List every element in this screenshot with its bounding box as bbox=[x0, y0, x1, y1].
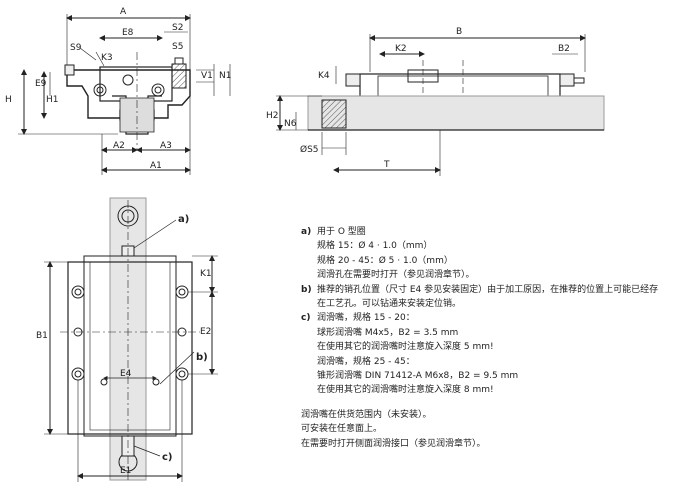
dim-A3: A3 bbox=[160, 141, 172, 151]
dim-T: T bbox=[383, 160, 390, 170]
dim-S9: S9 bbox=[70, 43, 82, 53]
dim-N1: N1 bbox=[219, 71, 231, 81]
dim-A2: A2 bbox=[113, 141, 125, 151]
general-note-1: 润滑嘴在供货范围内（未安装）。 bbox=[301, 409, 432, 420]
dim-B2: B2 bbox=[558, 44, 570, 54]
dim-K4: K4 bbox=[318, 71, 330, 81]
note-a-tag: a) bbox=[301, 227, 312, 237]
note-a-line-4: 润滑孔在需要时打开（参见润滑章节）。 bbox=[317, 270, 475, 281]
side-view-labels: B K2 B2 K4 H2 N6 ØS5 T bbox=[266, 27, 570, 170]
dim-E8: E8 bbox=[122, 28, 134, 38]
note-c-line-2: 球形润滑嘴 M4x5，B2 = 3.5 mm bbox=[317, 327, 459, 338]
general-note-2: 可安装在任意面上。 bbox=[301, 424, 383, 435]
top-view bbox=[44, 197, 218, 482]
note-c-text: 润滑嘴，规格 15 - 20： bbox=[317, 313, 415, 324]
note-c-tag: c) bbox=[301, 313, 311, 324]
dim-K2: K2 bbox=[395, 44, 407, 54]
dim-K3: K3 bbox=[101, 53, 113, 63]
note-b-tag: b) bbox=[301, 284, 312, 295]
dim-E1: E1 bbox=[120, 466, 131, 476]
dim-V1: V1 bbox=[201, 71, 213, 81]
note-a-line-3: 规格 20 - 45：Ø 5 · 1.0（mm） bbox=[317, 255, 453, 266]
note-c-line-4: 润滑嘴，规格 25 - 45： bbox=[317, 356, 415, 367]
dim-E9: E9 bbox=[35, 79, 47, 89]
dim-B: B bbox=[456, 27, 462, 37]
front-view bbox=[18, 14, 231, 175]
dim-H: H bbox=[5, 95, 12, 105]
dim-H1: H1 bbox=[46, 95, 59, 105]
note-b-text: 推荐的销孔位置（尺寸 E4 参见安装固定）由于加工原因，在推荐的位置上可能已经存 bbox=[317, 284, 659, 295]
callout-labels: a) b) c) bbox=[162, 214, 208, 463]
note-b-line-2: 在工艺孔。可以钻通来安装定位销。 bbox=[317, 299, 462, 310]
note-a-text: 用于 O 型圈 bbox=[317, 227, 366, 237]
note-b-line-1: b) 推荐的销孔位置（尺寸 E4 参见安装固定）由于加工原因，在推荐的位置上可能… bbox=[301, 283, 696, 297]
note-c-line-5: 锥形润滑嘴 DIN 71412-A M6x8，B2 = 9.5 mm bbox=[317, 371, 519, 382]
notes-panel: a) 用于 O 型圈 规格 15：Ø 4 · 1.0（mm） 规格 20 - 4… bbox=[301, 225, 696, 451]
dim-S5-top: S5 bbox=[172, 42, 183, 52]
callout-c: c) bbox=[162, 452, 173, 463]
note-c-line-3: 在使用其它的润滑嘴时注意旋入深度 5 mm! bbox=[317, 342, 494, 353]
dim-S5: ØS5 bbox=[300, 144, 319, 155]
front-view-labels: A E8 S2 S5 S9 K3 E9 H H1 V1 N1 A2 A3 A1 bbox=[5, 7, 231, 171]
dim-A1: A1 bbox=[150, 161, 162, 171]
general-note-3: 在需要时打开侧面润滑接口（参见润滑章节）。 bbox=[301, 438, 486, 449]
dim-B1: B1 bbox=[36, 331, 48, 341]
dim-S2: S2 bbox=[172, 23, 183, 33]
top-view-labels: K1 B1 E2 E4 E1 bbox=[36, 269, 212, 476]
note-a-line-1: a) 用于 O 型圈 bbox=[301, 225, 696, 239]
callout-b: b) bbox=[196, 352, 208, 363]
note-a-line-2: 规格 15：Ø 4 · 1.0（mm） bbox=[317, 241, 433, 252]
dim-E2: E2 bbox=[200, 327, 211, 337]
side-view bbox=[276, 34, 605, 176]
dim-K1: K1 bbox=[200, 269, 212, 279]
note-c-line-1: c) 润滑嘴，规格 15 - 20： bbox=[301, 311, 696, 325]
dim-E4: E4 bbox=[120, 369, 132, 379]
dim-N6: N6 bbox=[284, 119, 297, 129]
dim-A: A bbox=[120, 7, 127, 17]
note-c-line-6: 在使用其它的润滑嘴时注意旋入深度 8 mm! bbox=[317, 385, 494, 396]
callout-a: a) bbox=[178, 214, 189, 225]
dim-H2: H2 bbox=[266, 111, 279, 121]
